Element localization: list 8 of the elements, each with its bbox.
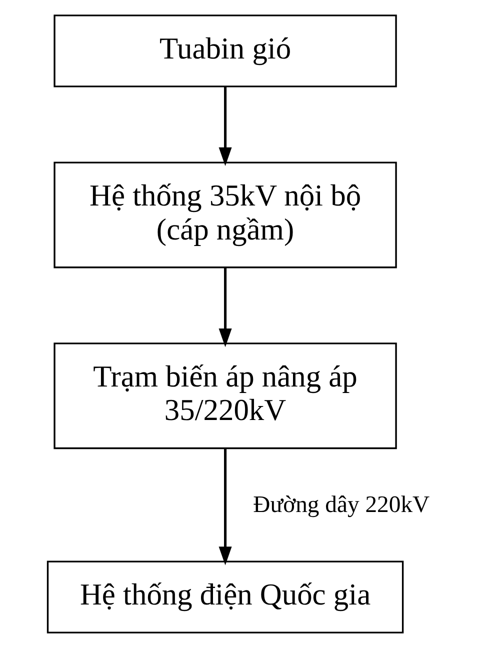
arrow bbox=[218, 268, 232, 348]
arrow bbox=[218, 448, 232, 566]
node-box: Trạm biến áp nâng áp 35/220kV bbox=[53, 342, 396, 450]
edge-label: Đường dây 220kV bbox=[252, 492, 430, 518]
node-box: Hệ thống 35kV nội bộ (cáp ngầm) bbox=[53, 162, 396, 268]
arrow bbox=[218, 86, 232, 166]
node-box: Tuabin gió bbox=[53, 14, 396, 88]
node-box: Hệ thống điện Quốc gia bbox=[46, 560, 404, 634]
